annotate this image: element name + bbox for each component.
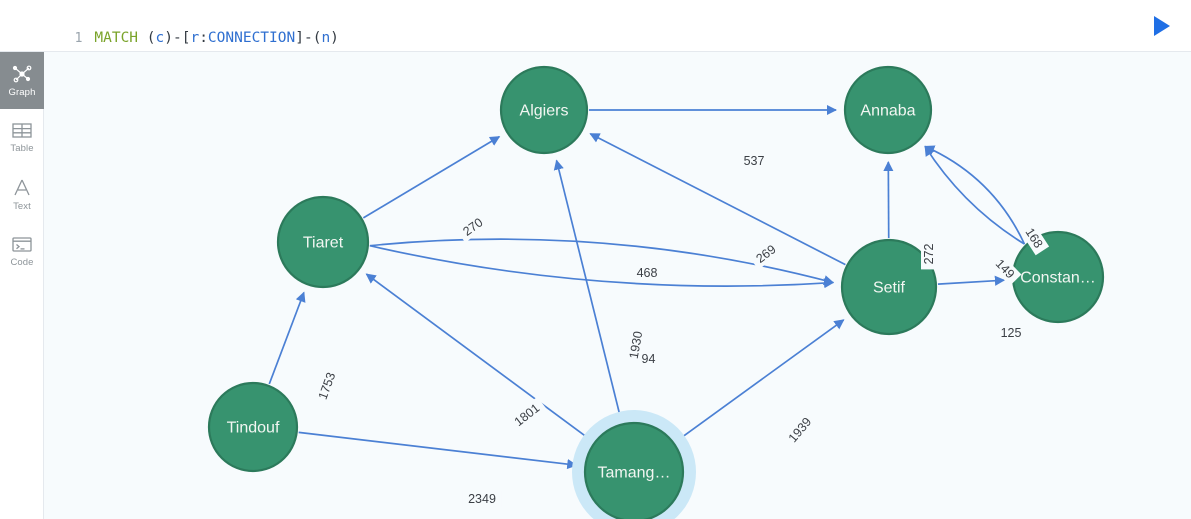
label-backdrop — [995, 325, 1027, 341]
relationship-r9[interactable] — [924, 145, 1025, 245]
relationship-label-text: 537 — [744, 154, 765, 168]
sidebar-item-code-label: Code — [10, 256, 34, 268]
relationship-label-text: 2349 — [468, 492, 496, 506]
relationship-label-layer: 5372702694684941930272168149125175318012… — [312, 153, 1050, 507]
variable-r: r — [190, 30, 200, 46]
query-editor[interactable]: 1 MATCH (c)-[r:CONNECTION]-(n) 2WHERE n.n… — [0, 0, 1191, 70]
relationship-r13[interactable] — [298, 431, 578, 470]
sidebar-item-code[interactable]: Code — [0, 223, 44, 280]
label-backdrop — [455, 211, 491, 243]
label-backdrop — [631, 265, 663, 281]
label-backdrop — [748, 238, 784, 270]
graph-node-tamanghasset[interactable]: Tamang… — [572, 410, 696, 519]
run-query-button[interactable] — [1145, 9, 1179, 43]
relationship-label[interactable]: 272 — [921, 238, 937, 270]
relationship-r3[interactable] — [589, 132, 846, 266]
label-backdrop — [1018, 220, 1050, 256]
relationship-label-text: 272 — [922, 244, 936, 265]
relationship-layer — [268, 104, 1026, 470]
query-line-2: 2WHERE n.name= "Annaba" or c.name= "Tama… — [0, 26, 627, 70]
label-backdrop — [921, 238, 937, 270]
variable-c: c — [155, 30, 165, 46]
sidebar-item-graph[interactable]: Graph — [0, 52, 44, 109]
relationship-label[interactable]: 1939 — [781, 410, 819, 450]
code-icon — [12, 236, 32, 252]
node-circle[interactable] — [207, 381, 299, 473]
node-circle[interactable] — [840, 238, 938, 336]
query-token: ) — [330, 30, 339, 46]
relationship-label[interactable]: 537 — [738, 153, 770, 169]
relationship-r12[interactable] — [365, 273, 594, 443]
variable-n: n — [321, 30, 331, 46]
query-line-1: 1 MATCH (c)-[r:CONNECTION]-(n) — [0, 2, 339, 46]
label-backdrop — [506, 396, 548, 434]
node-circle[interactable] — [1011, 230, 1105, 324]
query-token: : — [199, 30, 208, 46]
table-icon — [12, 122, 32, 138]
query-token: ]-( — [295, 30, 322, 46]
sidebar-item-text[interactable]: Text — [0, 166, 44, 223]
node-circle[interactable] — [583, 421, 685, 519]
relationship-r5[interactable] — [369, 244, 835, 289]
graph-node-tindouf[interactable]: Tindouf — [207, 381, 299, 473]
sidebar-item-table[interactable]: Table — [0, 109, 44, 166]
query-token: ( — [138, 30, 156, 46]
sidebar-item-graph-label: Graph — [8, 86, 36, 98]
relationship-label[interactable]: 2349 — [462, 491, 502, 507]
node-circle[interactable] — [276, 195, 370, 289]
relationship-label[interactable]: 468 — [631, 265, 663, 281]
relationship-r4[interactable] — [369, 238, 835, 286]
relationship-label[interactable]: 270 — [455, 211, 491, 243]
node-circle[interactable] — [843, 65, 933, 155]
label-backdrop — [624, 324, 648, 366]
relationship-label-text: 125 — [1001, 326, 1022, 340]
relationship-r10[interactable] — [937, 275, 1006, 286]
relationship-label[interactable]: 1801 — [506, 396, 548, 434]
line-number-1: 1 — [74, 31, 83, 46]
label-backdrop — [462, 491, 502, 507]
graph-node-algiers[interactable]: Algiers — [499, 65, 589, 155]
relationship-label[interactable]: 1753 — [312, 365, 342, 407]
label-backdrop — [738, 153, 770, 169]
play-icon — [1154, 16, 1170, 36]
label-backdrop — [988, 252, 1022, 286]
keyword-match: MATCH — [94, 30, 139, 46]
relationship-r11[interactable] — [268, 291, 306, 385]
query-token: )-[ — [164, 30, 191, 46]
relationship-r14[interactable] — [674, 319, 845, 443]
relationship-label[interactable]: 1930 — [624, 324, 648, 366]
sidebar-item-text-label: Text — [13, 200, 31, 212]
graph-node-annaba[interactable]: Annaba — [843, 65, 933, 155]
graph-icon — [12, 65, 32, 82]
relationship-r8[interactable] — [924, 145, 1026, 245]
label-backdrop — [781, 410, 819, 450]
sidebar-item-table-label: Table — [10, 142, 34, 154]
node-circle[interactable] — [499, 65, 589, 155]
relationship-label[interactable]: 125 — [995, 325, 1027, 341]
text-icon — [14, 179, 30, 195]
relationship-label-text: 468 — [637, 266, 658, 280]
result-view-sidebar: Graph Table Text Code — [0, 52, 44, 519]
graph-node-tiaret[interactable]: Tiaret — [276, 195, 370, 289]
graph-node-constantine[interactable]: Constan… — [1011, 230, 1105, 324]
label-backdrop — [312, 365, 342, 407]
relationship-r6[interactable] — [553, 159, 623, 423]
relationship-r2[interactable] — [362, 135, 501, 219]
relationship-label-text: 1930 — [627, 330, 646, 360]
relationship-type: CONNECTION — [207, 30, 296, 46]
